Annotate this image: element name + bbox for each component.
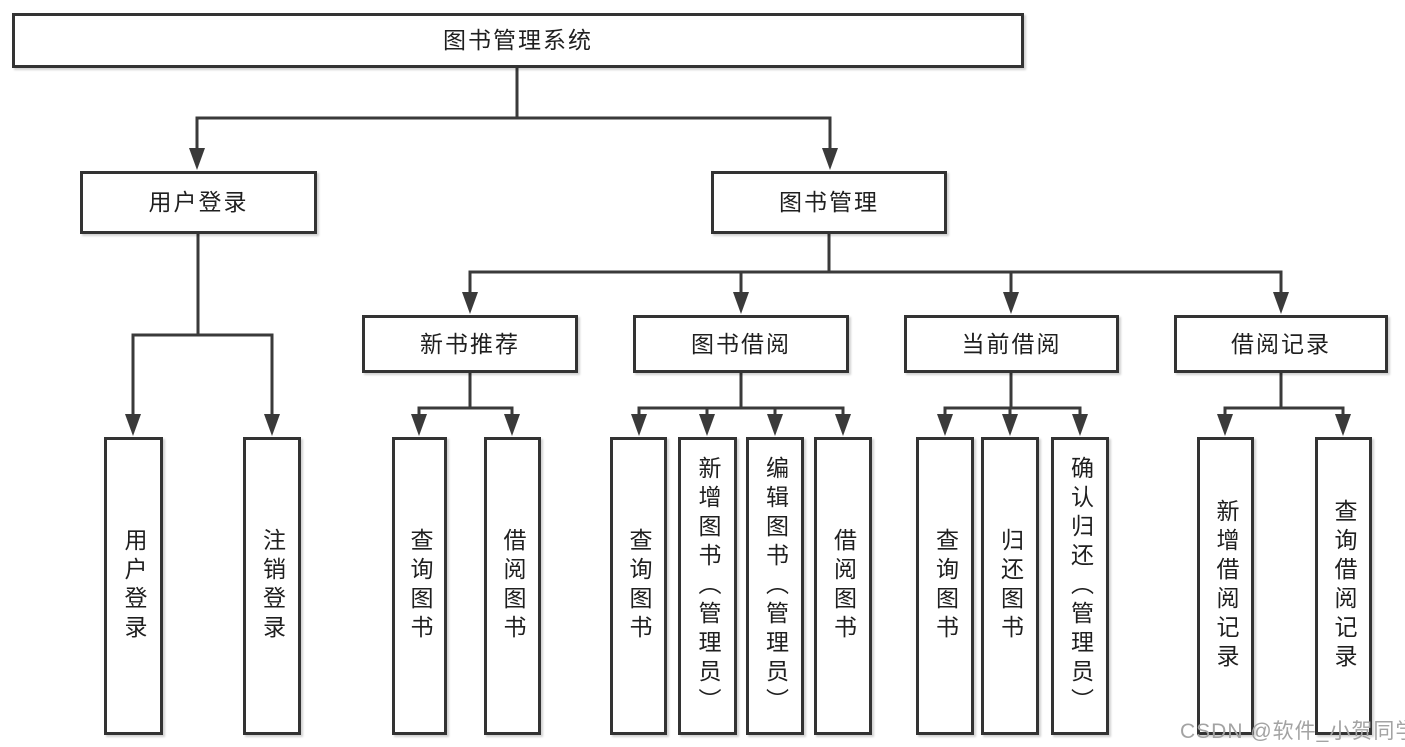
node-new-book-recommend-label: 新书推荐 <box>420 330 520 357</box>
node-book-management: 图书管理 <box>711 171 947 234</box>
leaf-record-query-label: 查询借阅记录 <box>1331 499 1357 673</box>
leaf-current-return-label: 归还图书 <box>997 528 1024 644</box>
leaf-current-confirm: 确认归还（管理员） <box>1051 437 1109 735</box>
leaf-current-query: 查询图书 <box>916 437 974 735</box>
leaf-newbook-query-label: 查询图书 <box>407 528 433 644</box>
node-current-borrow: 当前借阅 <box>904 315 1119 373</box>
leaf-borrow-edit-label: 编辑图书（管理员） <box>762 455 789 717</box>
leaf-newbook-borrow: 借阅图书 <box>484 437 541 735</box>
node-root: 图书管理系统 <box>12 13 1024 68</box>
node-book-borrow-label: 图书借阅 <box>691 330 791 357</box>
node-user-login: 用户登录 <box>80 171 317 234</box>
leaf-record-add-label: 新增借阅记录 <box>1213 499 1239 673</box>
leaf-borrow-query-label: 查询图书 <box>626 528 652 644</box>
node-user-login-label: 用户登录 <box>148 189 249 215</box>
leaf-record-query: 查询借阅记录 <box>1315 437 1372 735</box>
leaf-borrow-edit: 编辑图书（管理员） <box>746 437 804 735</box>
leaf-logout-label: 注销登录 <box>259 528 286 644</box>
leaf-borrow-add-label: 新增图书（管理员） <box>695 455 721 717</box>
csdn-watermark: CSDN @软件_小贺同学 <box>1180 720 1405 743</box>
leaf-current-return: 归还图书 <box>981 437 1039 735</box>
leaf-borrow-borrow-label: 借阅图书 <box>830 528 857 644</box>
node-root-label: 图书管理系统 <box>443 27 593 53</box>
leaf-borrow-add: 新增图书（管理员） <box>678 437 737 735</box>
node-book-management-label: 图书管理 <box>779 189 879 215</box>
leaf-logout: 注销登录 <box>243 437 301 735</box>
leaf-newbook-query: 查询图书 <box>392 437 447 735</box>
leaf-record-add: 新增借阅记录 <box>1197 437 1254 735</box>
leaf-newbook-borrow-label: 借阅图书 <box>500 528 526 644</box>
leaf-user-login: 用户登录 <box>104 437 163 735</box>
leaf-borrow-query: 查询图书 <box>610 437 667 735</box>
leaf-current-confirm-label: 确认归还（管理员） <box>1067 455 1094 717</box>
node-borrow-record-label: 借阅记录 <box>1231 330 1331 357</box>
leaf-borrow-borrow: 借阅图书 <box>814 437 872 735</box>
leaf-user-login-label: 用户登录 <box>121 528 147 644</box>
node-book-borrow: 图书借阅 <box>633 315 849 373</box>
node-current-borrow-label: 当前借阅 <box>961 330 1062 357</box>
node-borrow-record: 借阅记录 <box>1174 315 1388 373</box>
leaf-current-query-label: 查询图书 <box>932 528 959 644</box>
node-new-book-recommend: 新书推荐 <box>362 315 578 373</box>
